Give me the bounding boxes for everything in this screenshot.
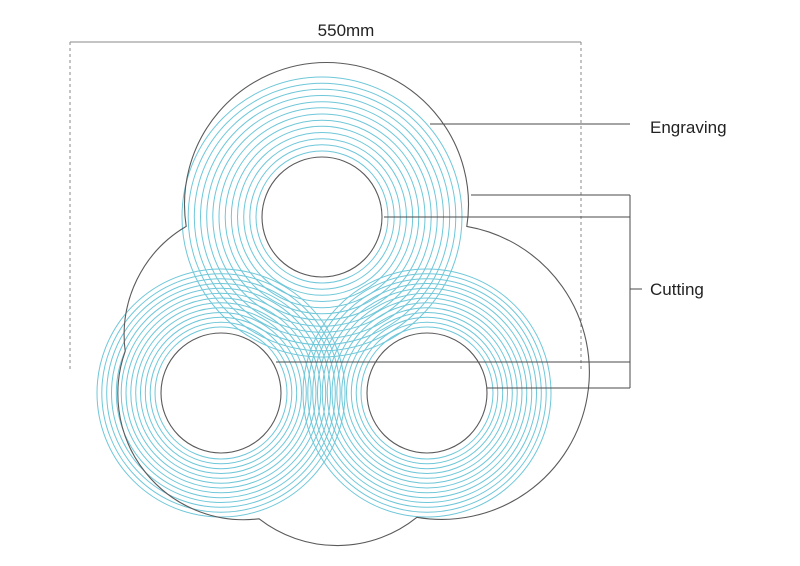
cutting-label: Cutting — [650, 280, 704, 299]
engraving-ring-left — [154, 326, 288, 460]
engraving-ring-left — [106, 278, 336, 508]
engraving-ring-right — [307, 273, 547, 513]
engraving-ring-right — [336, 302, 518, 484]
inner-hole-left — [160, 332, 282, 454]
engraving-ring-right — [355, 321, 499, 465]
engraving-ring-left — [149, 321, 293, 465]
engraving-ring-left — [130, 302, 312, 484]
outer-cut-outline — [117, 61, 590, 547]
inner-hole-top — [261, 156, 383, 278]
engraving-ring-left — [96, 268, 346, 518]
callout-leaders — [276, 123, 642, 389]
dimension-label: 550mm — [318, 21, 375, 40]
inner-hole-right — [366, 332, 488, 454]
engraving-ring-left — [101, 273, 341, 513]
engraving-ring-right — [331, 297, 523, 489]
engraving-ring-right — [326, 292, 528, 494]
engraving-ring-left — [135, 307, 307, 479]
engraving-ring-right — [302, 268, 552, 518]
engraving-ring-right — [341, 307, 513, 479]
engraving-ring-left — [144, 316, 298, 470]
engraving-ring-left — [111, 283, 331, 503]
dimension-group: 550mm — [69, 21, 582, 370]
engraving-ring-right — [321, 287, 533, 499]
engraving-label: Engraving — [650, 118, 727, 137]
engraving-ring-left — [120, 292, 322, 494]
engraving-group — [96, 76, 552, 518]
engraving-ring-right — [317, 283, 537, 503]
engraving-ring-right — [346, 312, 508, 474]
engraving-ring-right — [312, 278, 542, 508]
engraving-ring-left — [125, 297, 317, 489]
engraving-ring-left — [115, 287, 327, 499]
engraving-ring-right — [350, 316, 504, 470]
engraving-ring-right — [360, 326, 494, 460]
engraving-ring-left — [140, 312, 302, 474]
